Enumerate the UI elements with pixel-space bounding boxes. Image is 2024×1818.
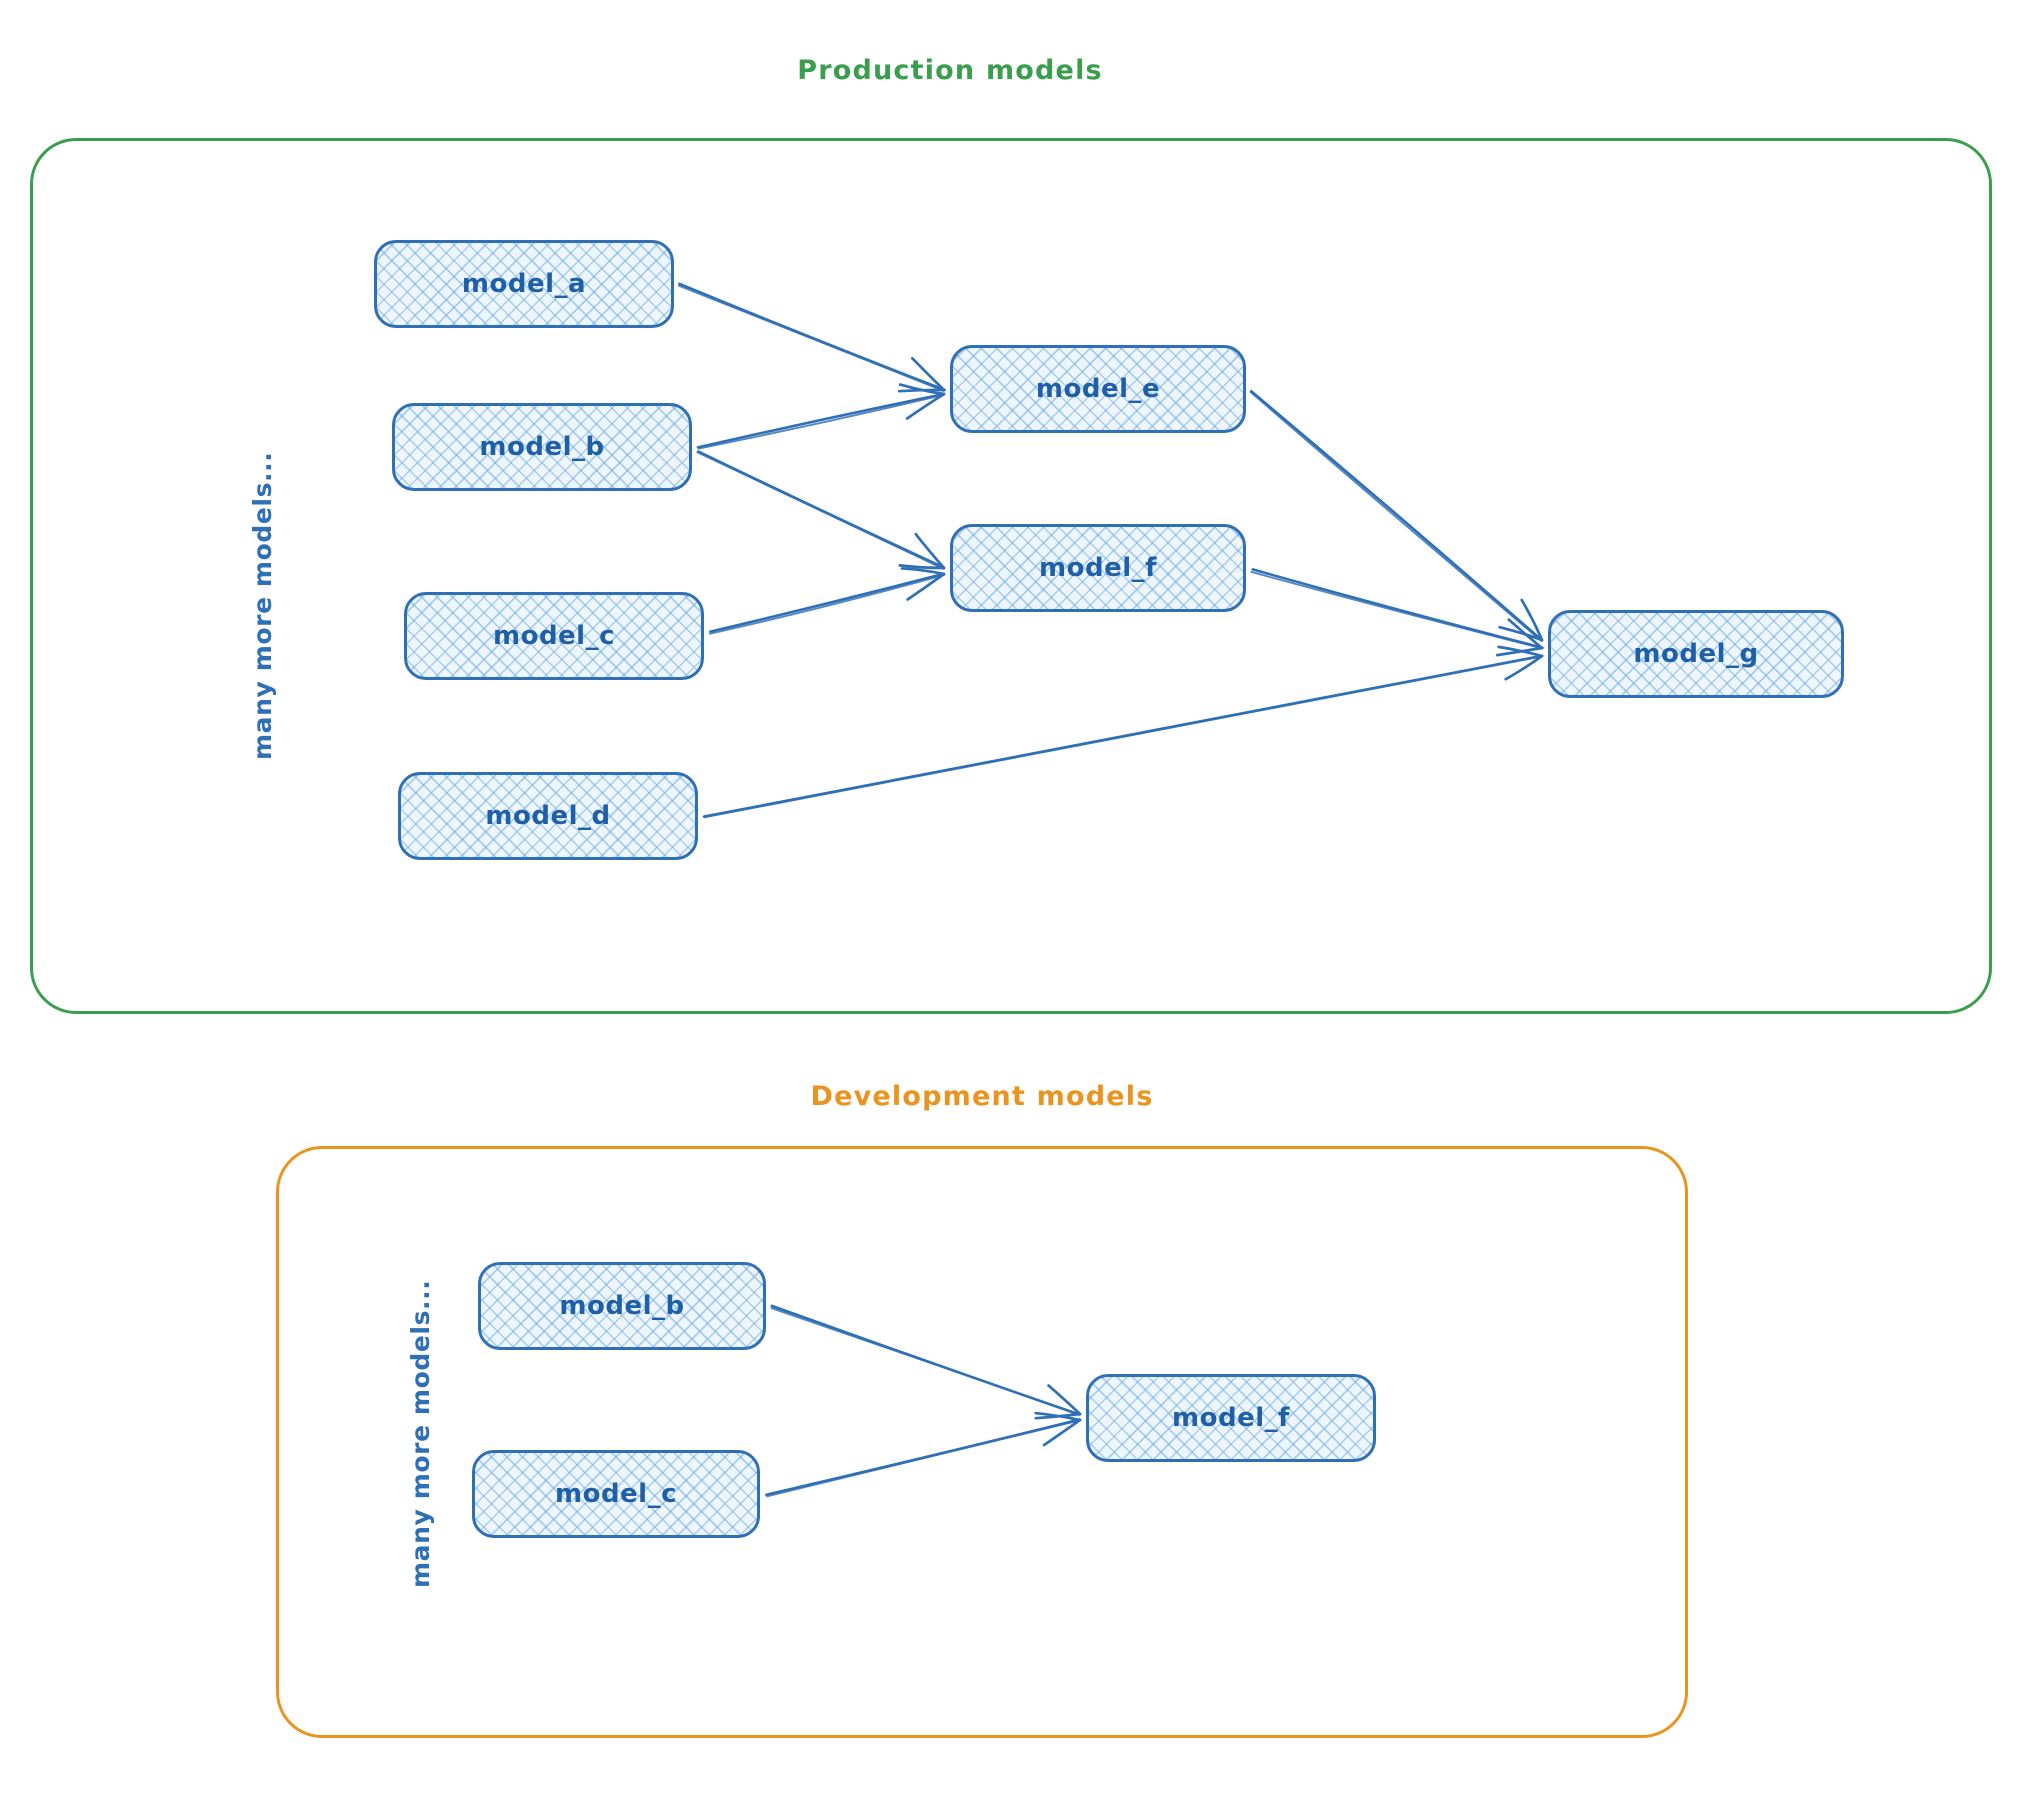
node-prod-model-b[interactable]: model_b: [392, 403, 692, 491]
node-label: model_b: [479, 432, 605, 462]
node-prod-model-e[interactable]: model_e: [950, 345, 1246, 433]
node-prod-model-f[interactable]: model_f: [950, 524, 1246, 612]
node-label: model_d: [485, 801, 611, 831]
node-prod-model-g[interactable]: model_g: [1548, 610, 1844, 698]
production-group-title: Production models: [797, 55, 1103, 86]
node-label: model_f: [1039, 553, 1157, 583]
node-label: model_g: [1633, 639, 1759, 669]
node-label: model_c: [492, 621, 616, 651]
development-group-title: Development models: [810, 1081, 1154, 1112]
node-dev-model-f[interactable]: model_f: [1086, 1374, 1376, 1462]
node-prod-model-c[interactable]: model_c: [404, 592, 704, 680]
node-label: model_b: [559, 1291, 685, 1321]
development-group-box: [276, 1146, 1688, 1738]
node-label: model_c: [554, 1479, 678, 1509]
node-dev-model-c[interactable]: model_c: [472, 1450, 760, 1538]
production-many-more-models-label: many more models...: [248, 451, 277, 760]
production-group-box: [30, 138, 1992, 1014]
node-label: model_a: [461, 269, 587, 299]
node-label: model_e: [1035, 374, 1161, 404]
node-prod-model-d[interactable]: model_d: [398, 772, 698, 860]
node-prod-model-a[interactable]: model_a: [374, 240, 674, 328]
node-dev-model-b[interactable]: model_b: [478, 1262, 766, 1350]
node-label: model_f: [1172, 1403, 1290, 1433]
development-many-more-models-label: many more models...: [406, 1279, 435, 1588]
